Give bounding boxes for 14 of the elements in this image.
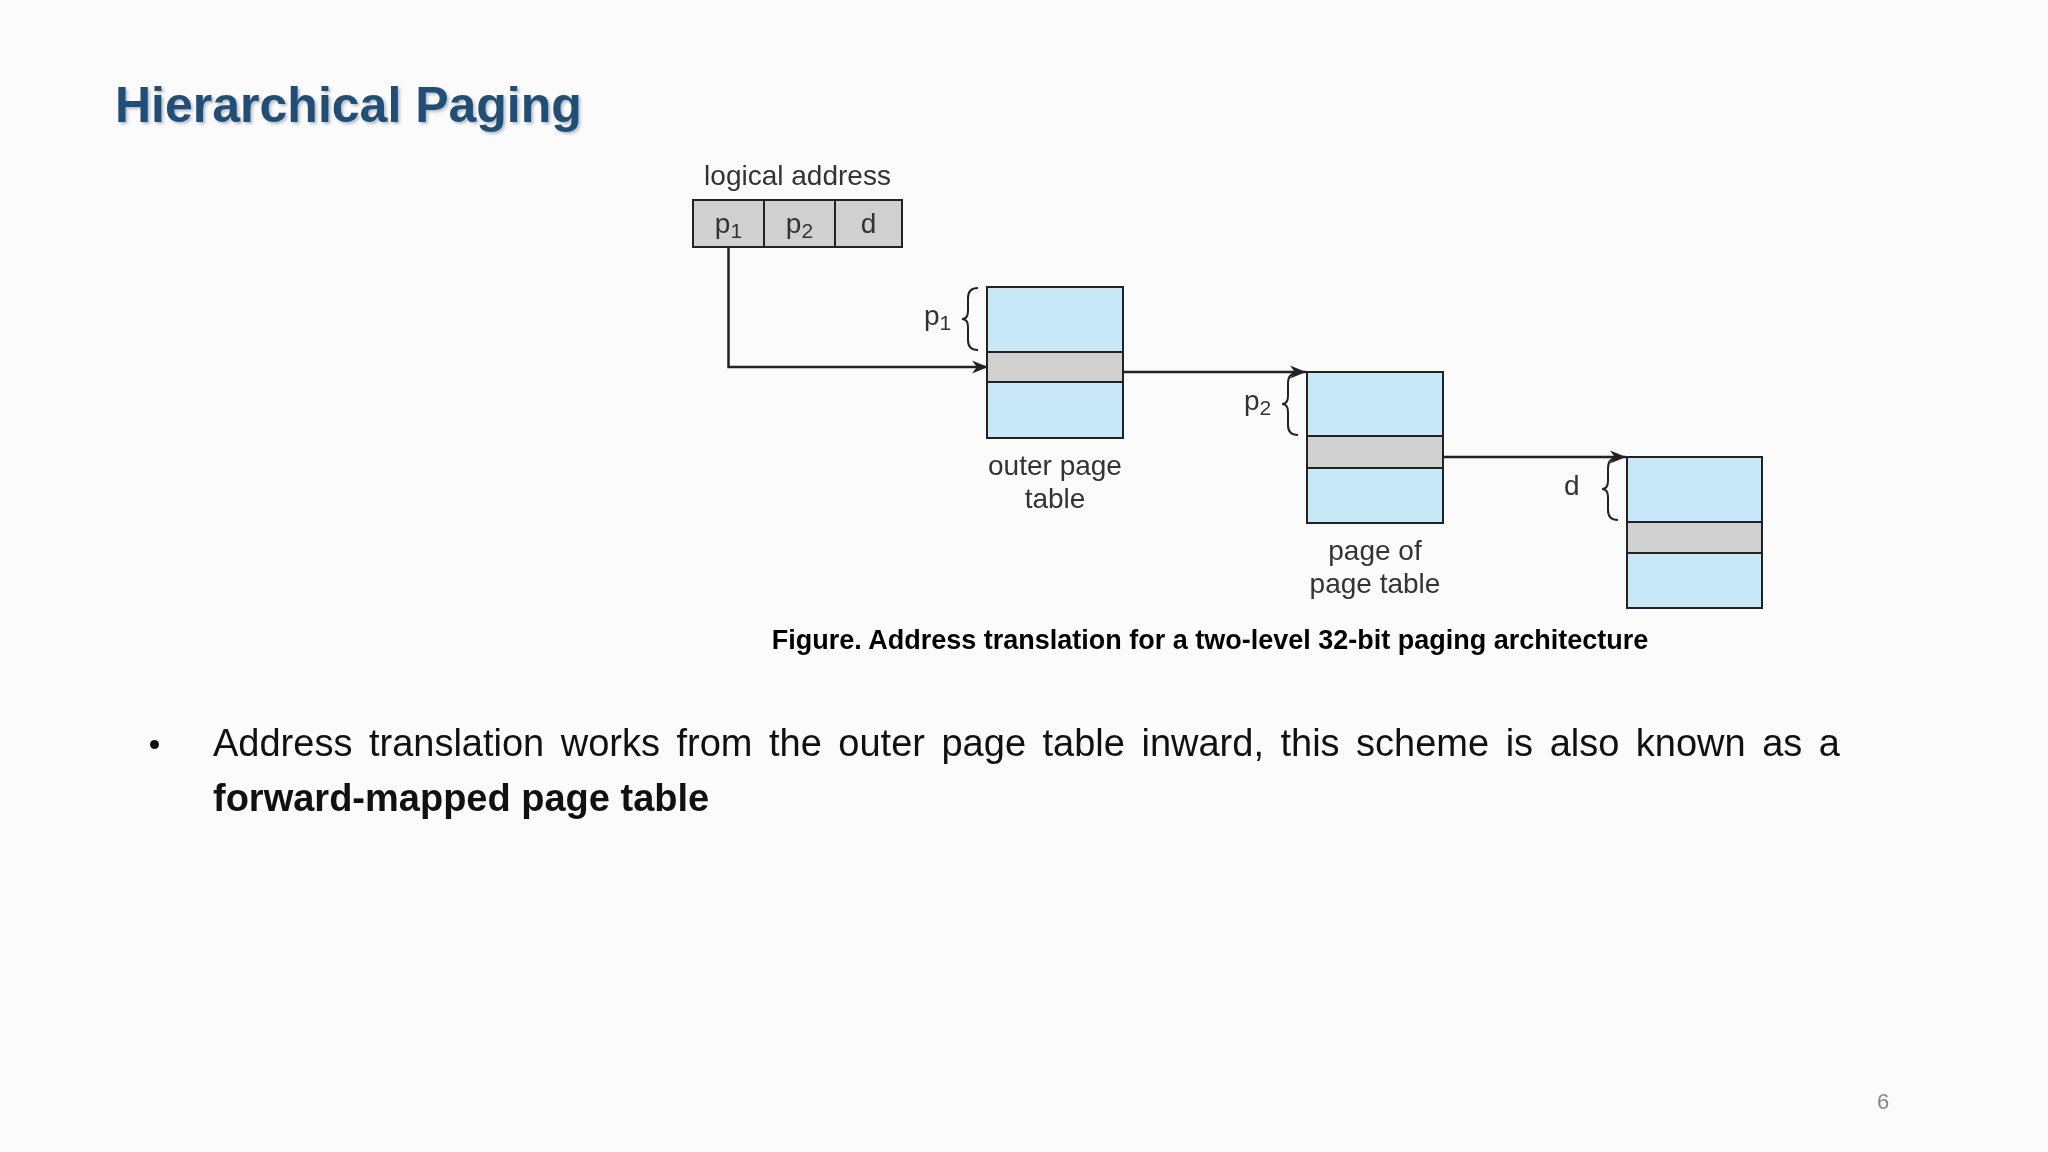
bullet-text: Address translation works from the outer page table inward, this scheme is also known as a forward-mapped page table (213, 721, 1840, 821)
page-number: 6 (1877, 1088, 1890, 1116)
slide-title: Hierarchical Paging (115, 76, 582, 135)
table-caption: outer page table (987, 449, 1123, 515)
brace-label: p$_{1}$ (924, 302, 952, 330)
brace-label: p$_{2}$ (1244, 387, 1272, 415)
table-entry (1308, 435, 1442, 469)
table-caption: page of page table (1308, 534, 1442, 600)
table-entry (1628, 521, 1761, 554)
heading: logical address (704, 159, 891, 192)
table-entry (988, 351, 1122, 383)
arrow (727, 246, 988, 374)
figure-caption: Figure. Address translation for a two-level 32-bit paging architecture (770, 624, 1650, 657)
brace-label: d (1564, 472, 1580, 500)
